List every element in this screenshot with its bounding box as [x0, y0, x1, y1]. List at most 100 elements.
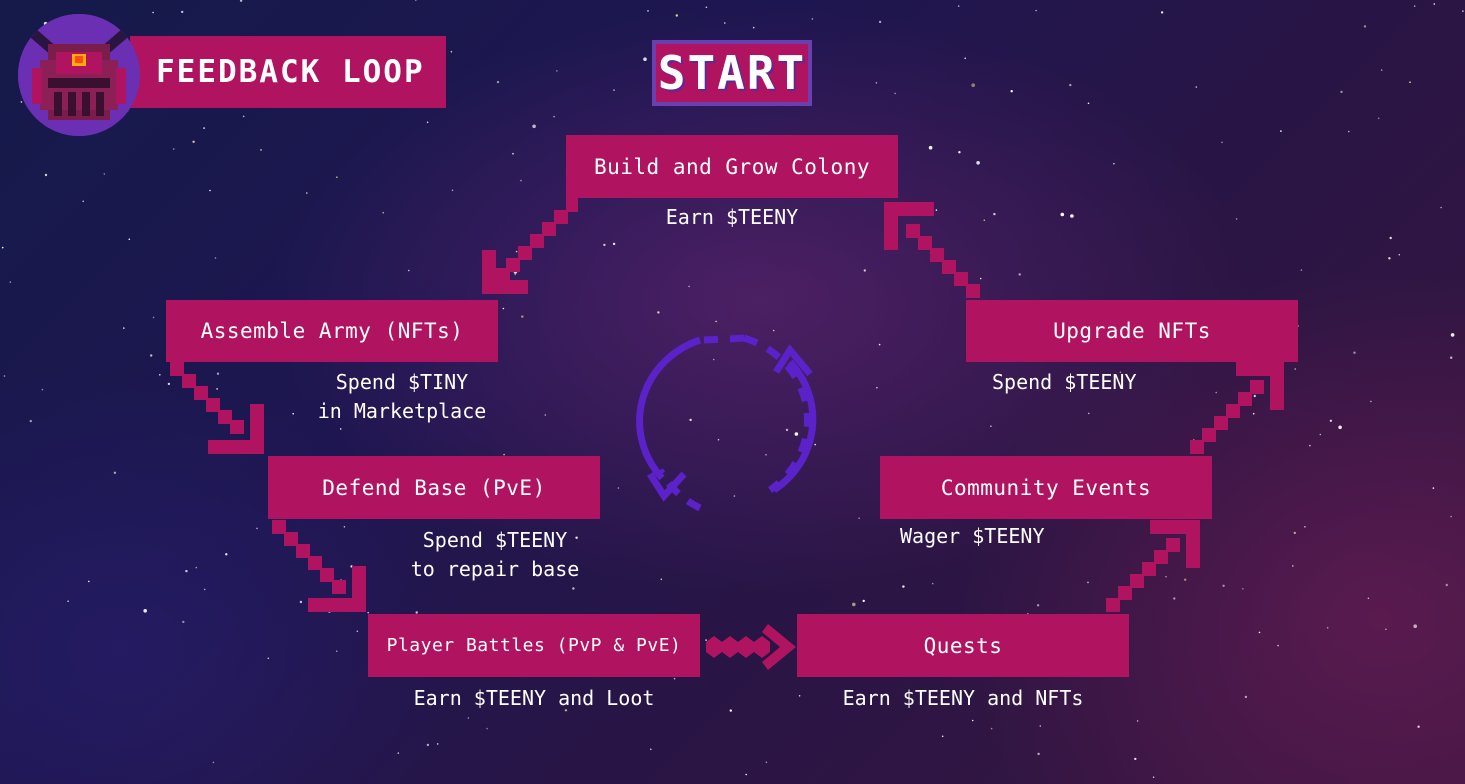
star: [811, 18, 814, 20]
star: [292, 412, 295, 415]
star: [1010, 90, 1013, 93]
star: [1385, 628, 1387, 631]
arrow-build-to-assemble: [482, 198, 578, 294]
note-defend: Spend $TEENY to repair base: [390, 526, 600, 584]
start-label: START: [657, 46, 807, 100]
star: [1184, 578, 1187, 581]
star: [1450, 515, 1452, 518]
star: [203, 588, 206, 591]
star: [657, 311, 660, 314]
star: [1329, 419, 1333, 422]
star: [336, 176, 338, 178]
star: [1134, 757, 1137, 761]
star: [439, 382, 442, 384]
star: [362, 377, 365, 380]
star: [765, 454, 767, 456]
star: [729, 709, 732, 712]
star: [195, 566, 198, 569]
star: [1215, 391, 1217, 394]
note-upgrade-line-1: Spend $TEENY: [992, 370, 1137, 394]
star: [181, 10, 184, 14]
star: [1370, 400, 1372, 403]
star: [1293, 531, 1297, 535]
star: [521, 315, 524, 318]
star: [875, 82, 878, 84]
star: [650, 748, 652, 751]
star: [1462, 10, 1464, 12]
star: [941, 735, 944, 738]
star: [367, 611, 370, 614]
note-assemble: Spend $TINY in Marketplace: [292, 368, 512, 426]
star: [185, 569, 188, 573]
star: [862, 599, 865, 603]
star: [1258, 631, 1261, 634]
star: [794, 432, 799, 436]
star: [88, 580, 90, 583]
arrow-assemble-to-defend: [170, 362, 264, 454]
star: [612, 242, 616, 246]
star: [647, 10, 649, 12]
star: [1244, 695, 1248, 699]
star: [356, 630, 359, 633]
star: [971, 83, 975, 87]
star: [512, 152, 514, 155]
star: [675, 14, 678, 17]
star: [724, 22, 726, 24]
star: [1222, 584, 1225, 587]
star: [556, 70, 558, 72]
star: [876, 386, 878, 389]
node-assemble-label: Assemble Army (NFTs): [200, 319, 464, 343]
cycle-arrows-icon: [636, 334, 817, 512]
star: [3, 375, 6, 377]
star: [1, 246, 4, 249]
star: [123, 327, 125, 329]
node-quests-label: Quests: [923, 633, 1003, 658]
star: [572, 587, 575, 590]
node-community-label: Community Events: [940, 475, 1152, 500]
star: [990, 425, 992, 428]
note-upgrade: Spend $TEENY: [992, 368, 1137, 397]
star: [1036, 604, 1040, 607]
star: [532, 124, 536, 129]
star: [1294, 368, 1296, 370]
star: [486, 727, 488, 730]
star: [765, 761, 768, 764]
star: [167, 382, 171, 386]
star: [1389, 236, 1392, 240]
star: [436, 743, 439, 745]
star: [1445, 583, 1449, 587]
star: [1087, 102, 1090, 105]
star: [415, 611, 418, 614]
robot-helmet-icon: [18, 14, 140, 136]
note-defend-line-2: to repair base: [410, 557, 580, 581]
star: [1035, 9, 1037, 12]
star: [212, 761, 215, 764]
star: [575, 536, 578, 539]
note-build-line-1: Earn $TEENY: [665, 205, 799, 229]
note-battles: Earn $TEENY and Loot: [368, 684, 700, 713]
star: [214, 257, 217, 259]
star: [1363, 25, 1367, 28]
star: [1242, 588, 1244, 590]
star: [503, 453, 505, 456]
star: [613, 89, 615, 91]
star: [1326, 627, 1329, 629]
title-banner: FEEDBACK LOOP: [130, 36, 446, 108]
arrow-defend-to-battles: [272, 520, 366, 612]
star: [858, 517, 860, 519]
star: [660, 578, 663, 581]
star: [1380, 69, 1383, 71]
star: [603, 243, 606, 247]
star: [113, 471, 117, 474]
star: [29, 419, 32, 423]
star: [964, 57, 966, 60]
star: [928, 145, 933, 150]
star: [617, 487, 620, 489]
arrow-quests-to-community: [1106, 520, 1200, 612]
star: [715, 320, 717, 323]
star: [1088, 412, 1090, 415]
star: [1252, 412, 1255, 415]
star: [1304, 526, 1306, 528]
star: [496, 80, 500, 84]
star: [408, 269, 410, 272]
